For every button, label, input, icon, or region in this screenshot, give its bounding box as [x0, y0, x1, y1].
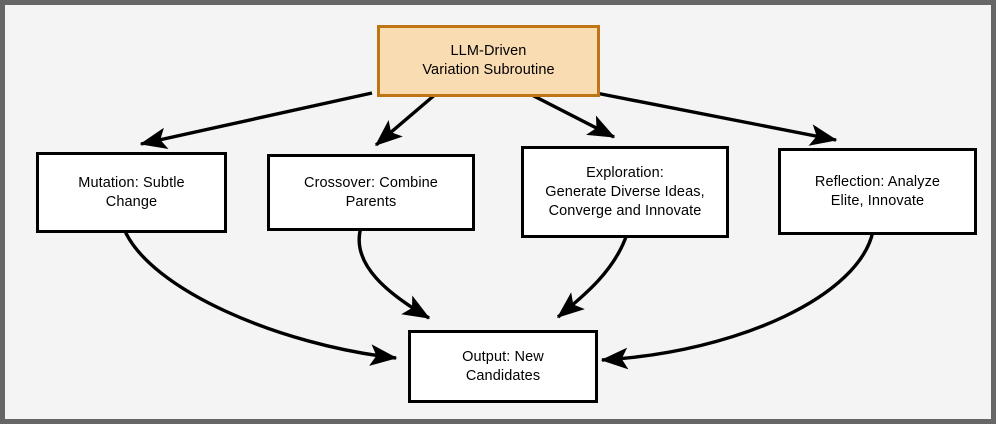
edge-crossover-to-output [357, 226, 431, 320]
node-label: Reflection: Analyze Elite, Innovate [814, 173, 941, 209]
node-exploration-generate-diverse-ideas[interactable]: Exploration: Generate Diverse Ideas, Con… [521, 146, 729, 238]
node-label: Exploration: Generate Diverse Ideas, Con… [545, 164, 705, 219]
node-llm-driven-variation-subroutine[interactable]: LLM-Driven Variation Subroutine [377, 25, 600, 97]
edge-root-to-mutation [139, 91, 373, 150]
edge-root-to-reflection [595, 91, 838, 146]
edge-root-to-exploration [527, 91, 616, 139]
edge-exploration-to-output [556, 233, 629, 319]
node-output-new-candidates[interactable]: Output: New Candidates [408, 330, 598, 403]
node-crossover-combine-parents[interactable]: Crossover: Combine Parents [267, 154, 475, 231]
node-label: Crossover: Combine Parents [304, 174, 438, 210]
edge-mutation-to-output [122, 228, 398, 366]
node-label: Output: New Candidates [462, 348, 544, 384]
node-label: LLM-Driven Variation Subroutine [422, 43, 555, 78]
edge-root-to-crossover [374, 91, 439, 147]
node-reflection-analyze-elite-innovate[interactable]: Reflection: Analyze Elite, Innovate [778, 148, 977, 235]
node-mutation-subtle-change[interactable]: Mutation: Subtle Change [36, 152, 227, 233]
edge-reflection-to-output [600, 230, 875, 370]
node-label: Mutation: Subtle Change [78, 174, 185, 210]
